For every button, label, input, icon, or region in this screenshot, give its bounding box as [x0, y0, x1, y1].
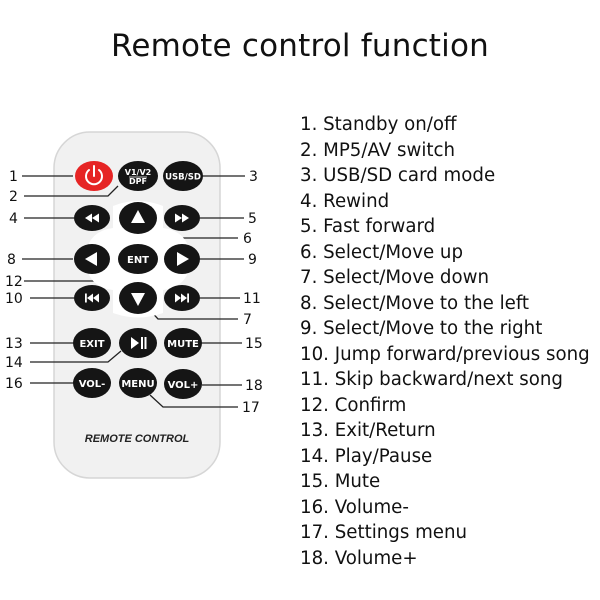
legend-item-4: 4. Rewind	[300, 190, 390, 212]
arrow-down-icon	[131, 293, 145, 306]
exit-button-label: EXIT	[79, 339, 104, 350]
remote-brand-label: REMOTE CONTROL	[85, 433, 190, 445]
callout-11: 11	[243, 291, 261, 307]
legend-item-8: 8. Select/Move to the left	[300, 292, 530, 314]
callout-13: 13	[5, 336, 23, 352]
ent-button[interactable]: ENT	[118, 244, 158, 274]
fast-forward-icon	[175, 213, 189, 223]
legend-item-15: 15. Mute	[300, 471, 381, 492]
legend-item-14: 14. Play/Pause	[300, 445, 433, 467]
callout-17: 17	[242, 400, 260, 416]
callout-5: 5	[248, 211, 257, 227]
play-pause-icon	[131, 337, 147, 349]
page-title: Remote control function	[110, 28, 489, 64]
down-button[interactable]	[119, 282, 157, 314]
mute-button[interactable]: MUTE	[164, 328, 202, 358]
skip-previous-icon	[85, 293, 99, 303]
callout-14: 14	[5, 355, 23, 371]
volume-up-button-label: VOL+	[168, 380, 199, 391]
callout-4: 4	[9, 211, 18, 227]
callout-line-2	[24, 185, 119, 197]
callout-10: 10	[5, 291, 23, 307]
legend-item-12: 12. Confirm	[300, 394, 407, 416]
skip-next-icon	[175, 293, 189, 303]
callout-1: 1	[9, 169, 18, 185]
menu-button[interactable]: MENU	[119, 368, 157, 398]
legend-item-6: 6. Select/Move up	[300, 241, 463, 263]
legend-item-16: 16. Volume-	[300, 496, 409, 518]
callout-2: 2	[9, 189, 18, 205]
callout-9: 9	[248, 252, 257, 268]
legend-item-2: 2. MP5/AV switch	[300, 139, 456, 161]
legend-item-5: 5. Fast forward	[300, 216, 436, 237]
volume-up-button[interactable]: VOL+	[164, 369, 202, 399]
callout-16: 16	[5, 376, 23, 392]
usb-sd-button-label: USB/SD	[165, 173, 201, 183]
ent-button-label: ENT	[127, 255, 149, 266]
callout-12: 12	[5, 274, 23, 290]
exit-button[interactable]: EXIT	[73, 328, 111, 358]
legend-item-7: 7. Select/Move down	[300, 267, 489, 288]
arrow-left-icon	[85, 252, 97, 266]
legend-item-17: 17. Settings menu	[300, 522, 468, 543]
power-icon	[85, 165, 103, 186]
mode-button-label-2: DPF	[129, 177, 147, 186]
callout-6: 6	[243, 231, 252, 247]
next-button[interactable]	[164, 285, 200, 311]
callout-line-14	[30, 350, 122, 363]
callout-7: 7	[243, 312, 252, 328]
rewind-icon	[85, 213, 99, 223]
rewind-button[interactable]	[74, 205, 110, 231]
mute-button-label: MUTE	[167, 339, 199, 350]
play-pause-button[interactable]	[119, 328, 157, 358]
mode-button[interactable]: V1/V2 DPF	[118, 161, 158, 191]
callout-line-17	[149, 394, 238, 408]
legend-item-18: 18. Volume+	[300, 547, 418, 569]
usb-sd-button[interactable]: USB/SD	[163, 161, 203, 191]
left-button[interactable]	[74, 244, 110, 274]
arrow-up-icon	[131, 210, 145, 223]
previous-button[interactable]	[74, 285, 110, 311]
menu-button-label: MENU	[121, 379, 154, 390]
legend-item-13: 13. Exit/Return	[300, 420, 436, 441]
volume-down-button-label: VOL-	[79, 379, 106, 390]
legend-item-11: 11. Skip backward/next song	[300, 369, 563, 390]
legend-item-10: 10. Jump forward/previous song	[300, 343, 590, 365]
callout-3: 3	[249, 169, 258, 185]
callout-numbers: 1 2 3 4 5 6 7 8 9 10 11 12 13 14 15 16 1…	[5, 169, 263, 416]
arrow-right-icon	[177, 252, 189, 266]
legend-item-9: 9. Select/Move to the right	[300, 318, 543, 339]
callout-8: 8	[7, 252, 16, 268]
mode-button-label-1: V1/V2	[125, 168, 151, 177]
callout-15: 15	[245, 336, 263, 352]
up-button[interactable]	[119, 202, 157, 234]
fast-forward-button[interactable]	[164, 205, 200, 231]
function-legend: 1. Standby on/off 2. MP5/AV switch 3. US…	[300, 112, 600, 571]
right-button[interactable]	[164, 244, 200, 274]
volume-down-button[interactable]: VOL-	[73, 368, 111, 398]
legend-item-3: 3. USB/SD card mode	[300, 165, 496, 186]
power-button[interactable]	[75, 161, 113, 191]
legend-item-1: 1. Standby on/off	[300, 114, 457, 135]
callout-18: 18	[245, 378, 263, 394]
